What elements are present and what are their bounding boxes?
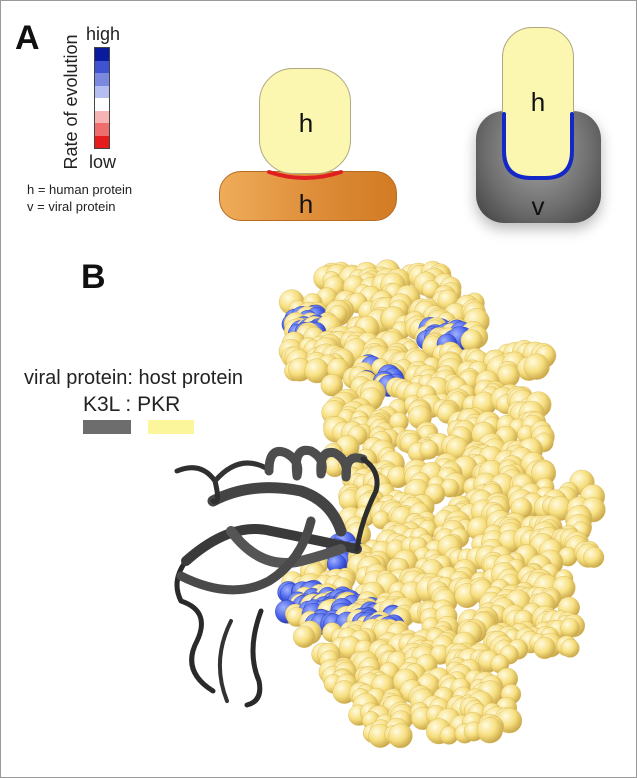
scale-swatch-6 (95, 123, 109, 136)
scale-swatch-0 (95, 48, 109, 61)
legend-pair-label: K3L : PKR (83, 393, 181, 416)
human-protein-label-left: h (298, 108, 314, 138)
panel-a-letter: A (15, 19, 40, 57)
pkr-atom (523, 353, 550, 380)
pkr-atom (476, 717, 503, 744)
human-protein-shape-left (259, 68, 351, 174)
scale-low-label: low (89, 152, 117, 172)
human-partner-label: h (298, 189, 314, 219)
pkr-atom (560, 618, 580, 638)
scale-swatch-2 (95, 73, 109, 86)
scale-swatch-7 (95, 135, 109, 148)
scale-swatch-1 (95, 60, 109, 73)
key-human: h = human protein (27, 182, 133, 197)
legend-host-swatch (148, 420, 194, 434)
legend-viral-swatch (83, 420, 131, 434)
pkr-atom (320, 374, 344, 397)
scale-swatch-5 (95, 110, 109, 123)
legend-header: viral protein: host protein (24, 367, 244, 389)
pkr-atom (293, 625, 316, 648)
pkr-atom (419, 440, 439, 460)
pkr-atom (387, 723, 413, 749)
human-protein-label-right: h (530, 87, 546, 117)
pkr-protein-spheres (275, 259, 606, 749)
fast-evolving-interface-left (267, 170, 343, 180)
k3l-protein-ribbon (174, 445, 380, 708)
rate-color-scale (94, 47, 110, 149)
scale-swatch-4 (95, 98, 109, 111)
scale-high-label: high (86, 24, 121, 44)
pkr-atom (533, 636, 556, 659)
pkr-atom (460, 329, 484, 352)
scale-swatch-3 (95, 85, 109, 98)
viral-protein-label: v (531, 191, 545, 221)
pkr-atom (583, 546, 605, 568)
key-viral: v = viral protein (27, 199, 116, 214)
pkr-atom (560, 638, 580, 658)
panel-b-letter: B (81, 258, 106, 296)
fast-evolving-interface-right (502, 112, 574, 180)
